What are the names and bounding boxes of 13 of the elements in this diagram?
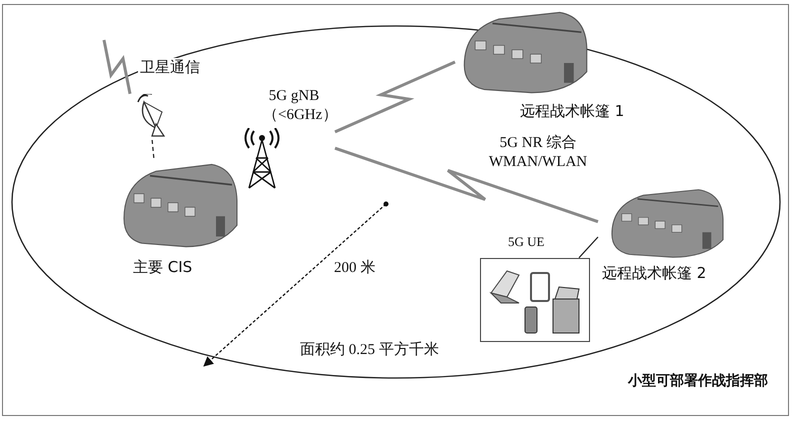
- wireless-link: [334, 60, 456, 134]
- wireless-link: [102, 40, 132, 94]
- callout-line: [578, 236, 598, 258]
- dimension-label: 200 米: [334, 258, 376, 277]
- satellite-label: 卫星通信: [138, 58, 202, 77]
- device-label: 5G UE: [508, 234, 544, 250]
- wireless-link: [334, 146, 598, 224]
- tent-label: 远程战术帐篷 1: [520, 102, 624, 121]
- tent-label: 主要 CIS: [133, 258, 192, 277]
- tent-label: 远程战术帐篷 2: [602, 264, 706, 283]
- area-label: 面积约 0.25 平方千米: [300, 340, 439, 359]
- area-title: 小型可部署作战指挥部: [628, 372, 768, 390]
- connector-line: [152, 140, 155, 160]
